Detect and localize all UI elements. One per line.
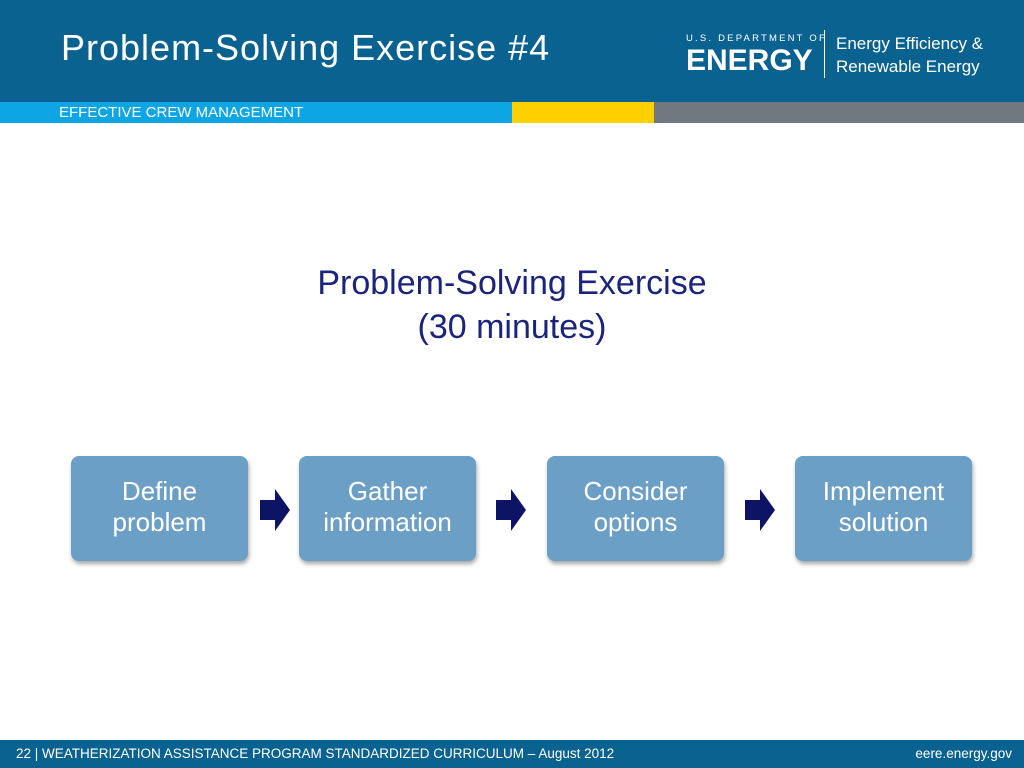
stripe-blue bbox=[0, 102, 512, 123]
arrow-right-icon bbox=[260, 489, 290, 531]
step-line2: solution bbox=[838, 507, 929, 537]
section-label: EFFECTIVE CREW MANAGEMENT bbox=[59, 104, 304, 121]
step-consider-options: Consider options bbox=[547, 456, 724, 561]
step-line2: options bbox=[593, 507, 678, 537]
step-line1: Consider bbox=[583, 476, 688, 506]
logo-office: Energy Efficiency & Renewable Energy bbox=[836, 32, 983, 78]
logo-office-line2: Renewable Energy bbox=[836, 57, 980, 76]
header-bar: Problem-Solving Exercise #4 U.S. DEPARTM… bbox=[0, 0, 1024, 102]
step-line1: Define bbox=[121, 476, 198, 506]
footer-curriculum: 22 | WEATHERIZATION ASSISTANCE PROGRAM S… bbox=[16, 746, 615, 761]
slide-title: Problem-Solving Exercise #4 bbox=[61, 27, 551, 68]
stripe-gray bbox=[654, 102, 1024, 123]
arrow-right-icon bbox=[745, 489, 775, 531]
step-gather-information: Gather information bbox=[299, 456, 476, 561]
step-line2: problem bbox=[112, 507, 207, 537]
logo-department: U.S. DEPARTMENT OF bbox=[686, 33, 827, 44]
step-line2: information bbox=[323, 507, 452, 537]
step-implement-solution: Implement solution bbox=[795, 456, 972, 561]
doe-eere-logo: U.S. DEPARTMENT OF ENERGY Energy Efficie… bbox=[686, 30, 1006, 82]
logo-office-line1: Energy Efficiency & bbox=[836, 34, 984, 53]
exercise-duration: (30 minutes) bbox=[417, 308, 607, 346]
footer-website: eere.energy.gov bbox=[915, 746, 1012, 761]
step-define-problem: Define problem bbox=[71, 456, 248, 561]
exercise-heading: Problem-Solving Exercise bbox=[317, 264, 707, 302]
footer-bar: 22 | WEATHERIZATION ASSISTANCE PROGRAM S… bbox=[0, 740, 1024, 768]
stripe-yellow bbox=[512, 102, 654, 123]
step-line1: Implement bbox=[822, 476, 945, 506]
step-line1: Gather bbox=[347, 476, 428, 506]
logo-divider bbox=[824, 30, 825, 78]
logo-wordmark: ENERGY bbox=[686, 44, 813, 77]
arrow-right-icon bbox=[496, 489, 526, 531]
